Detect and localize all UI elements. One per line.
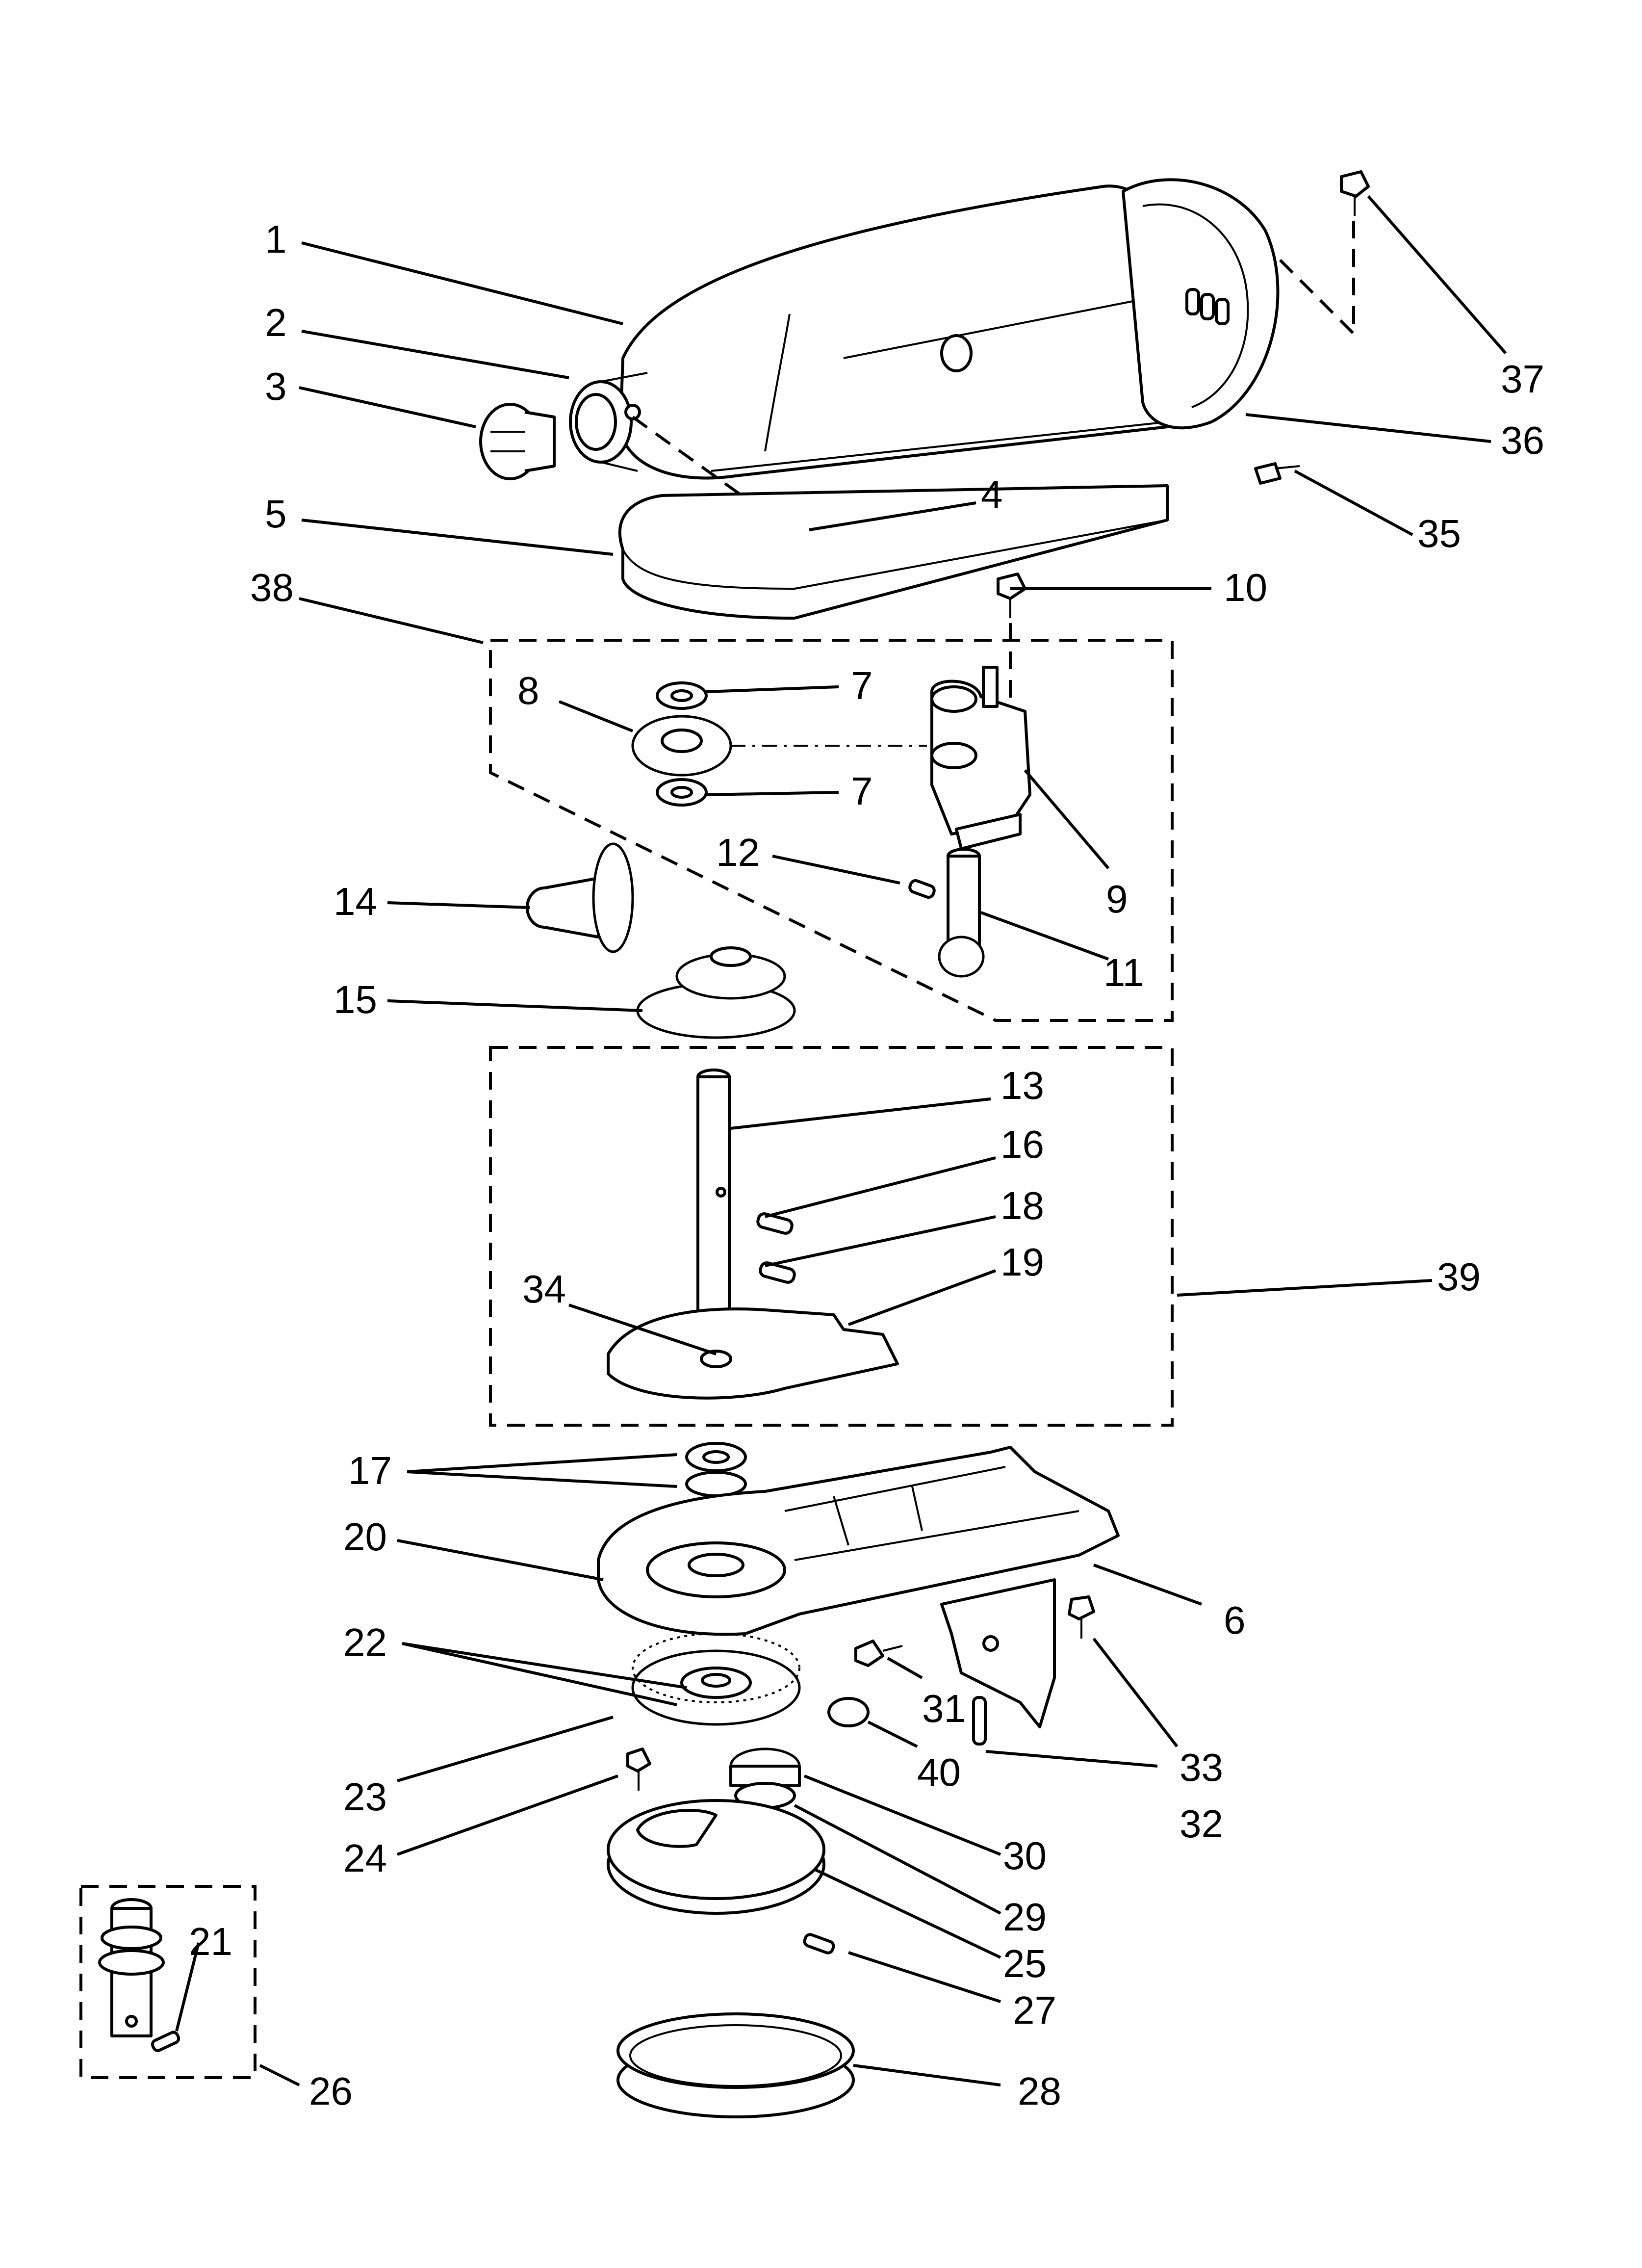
callout-40: 40 (917, 1750, 961, 1794)
ring-gear-23 (631, 1633, 801, 1726)
callout-18: 18 (1001, 1184, 1044, 1227)
callout-19: 19 (1001, 1240, 1044, 1284)
callout-31: 31 (922, 1687, 966, 1730)
retaining-ring-40 (827, 1697, 870, 1727)
callout-9: 9 (1106, 877, 1128, 921)
callout-34: 34 (522, 1267, 566, 1311)
pin-18 (759, 1261, 796, 1284)
callout-30: 30 (1003, 1834, 1047, 1877)
callout-12: 12 (716, 831, 760, 874)
bracket-6 (940, 1578, 1056, 1728)
callout-37: 37 (1501, 357, 1544, 401)
callout-20: 20 (343, 1515, 387, 1559)
washer-7-top (656, 681, 708, 710)
callout-8: 8 (517, 669, 539, 712)
callout-1: 1 (265, 217, 287, 261)
pin-16 (756, 1212, 794, 1235)
screw-10 (997, 573, 1026, 785)
callout-16: 16 (1001, 1122, 1044, 1166)
callout-23: 23 (343, 1775, 387, 1819)
group-box-26 (79, 1885, 257, 2079)
callout-4: 4 (981, 472, 1003, 516)
callout-2: 2 (265, 301, 287, 344)
callout-17: 17 (348, 1449, 392, 1492)
callout-25: 25 (1003, 1942, 1047, 1985)
hub-cap (479, 403, 556, 480)
gear-bracket-9 (930, 666, 1031, 850)
callout-28: 28 (1018, 2069, 1061, 2113)
callout-21: 21 (189, 1920, 232, 1963)
gasket-19 (607, 1307, 899, 1400)
group-box-39 (489, 1046, 1174, 1427)
callout-35: 35 (1417, 512, 1461, 555)
shaft-13 (696, 1069, 731, 1314)
gear-case-20 (597, 1446, 1120, 1636)
screw-24 (626, 1747, 651, 1791)
bevel-gear-14 (526, 842, 634, 953)
callout-29: 29 (1003, 1895, 1047, 1939)
part-drawings (79, 170, 1370, 2118)
callout-24: 24 (343, 1836, 387, 1880)
callout-22: 22 (343, 1620, 387, 1664)
trim-band (618, 484, 1169, 620)
callout-14: 14 (334, 880, 377, 923)
pin-27 (803, 1933, 835, 1955)
callout-13: 13 (1001, 1064, 1044, 1107)
gear-30 (729, 1747, 801, 1787)
callout-10: 10 (1224, 566, 1267, 609)
callout-labels: 1 2 3 4 5 6 7 7 8 9 10 11 12 13 14 15 16… (189, 217, 1544, 2113)
rear-cover (1122, 178, 1280, 430)
callout-5: 5 (265, 492, 287, 536)
washer-17 (685, 1442, 747, 1497)
callout-3: 3 (265, 365, 287, 408)
screw-35 (1254, 462, 1300, 485)
screw-31 (854, 1640, 903, 1667)
gear-8 (631, 715, 927, 777)
group-box-38 (489, 639, 1174, 1022)
shaft-11 (938, 848, 985, 978)
callout-7-top: 7 (851, 664, 873, 707)
callout-27: 27 (1013, 1988, 1056, 2032)
callout-11: 11 (1103, 951, 1144, 994)
pin-32 (972, 1696, 987, 1746)
trim-band-28 (616, 2012, 855, 2118)
motor-housing (619, 184, 1179, 480)
callout-33: 33 (1180, 1746, 1223, 1789)
pin-21 (151, 2031, 180, 2052)
callout-39: 39 (1437, 1255, 1481, 1299)
planetary-housing-25 (607, 1799, 825, 1915)
screw-33 (1068, 1595, 1095, 1639)
callout-7-bottom: 7 (851, 769, 873, 813)
callout-32: 32 (1180, 1802, 1223, 1846)
screw-37 (1279, 170, 1370, 338)
callout-6: 6 (1224, 1598, 1246, 1642)
attachment-hub (569, 372, 648, 472)
beater-shaft (98, 1898, 165, 2037)
callout-26: 26 (309, 2069, 353, 2113)
callout-15: 15 (334, 978, 377, 1021)
washer-7-bottom (656, 778, 708, 807)
callout-38: 38 (250, 566, 294, 609)
leader-lines (175, 195, 1507, 2086)
callout-36: 36 (1501, 418, 1544, 462)
gear-15 (636, 946, 796, 1039)
pin-12 (908, 879, 936, 899)
